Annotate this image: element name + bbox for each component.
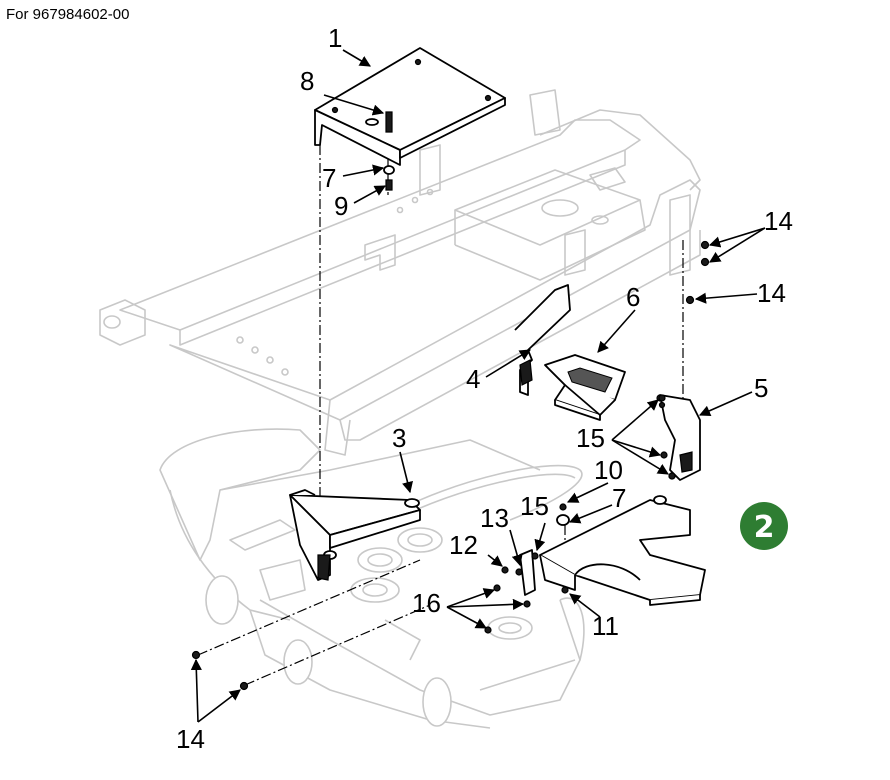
step-badge: 2 bbox=[740, 502, 788, 550]
callout-11: 11 bbox=[592, 611, 619, 641]
callout-3: 3 bbox=[392, 423, 406, 453]
callout-14-upper: 14 bbox=[764, 206, 793, 236]
callout-7-lower: 7 bbox=[612, 483, 626, 513]
callout-15-right: 15 bbox=[576, 423, 605, 453]
leader-lines bbox=[190, 49, 766, 723]
callout-5: 5 bbox=[754, 373, 768, 403]
step-badge-label: 2 bbox=[754, 510, 775, 545]
callout-16: 16 bbox=[412, 588, 441, 618]
tractor-frame-ghost bbox=[99, 89, 701, 456]
callout-14-middle: 14 bbox=[757, 278, 786, 308]
callout-1: 1 bbox=[328, 23, 342, 53]
mower-deck-ghost bbox=[159, 428, 585, 729]
callout-12: 12 bbox=[449, 530, 478, 560]
part-1-cover-plate bbox=[314, 47, 506, 166]
hardware-bolts bbox=[191, 240, 710, 691]
callout-9: 9 bbox=[334, 191, 348, 221]
callout-13: 13 bbox=[480, 503, 509, 533]
callout-labels: 1 8 7 9 14 14 6 4 5 15 3 10 7 15 13 12 1… bbox=[176, 23, 793, 754]
step-badge-circle bbox=[740, 502, 788, 550]
callout-15-center: 15 bbox=[520, 491, 549, 521]
callout-8: 8 bbox=[300, 66, 314, 96]
hardware-8-7-9 bbox=[383, 111, 395, 191]
callout-14-lower: 14 bbox=[176, 724, 205, 754]
callout-10: 10 bbox=[594, 455, 623, 485]
part-number-header: For 967984602-00 bbox=[6, 6, 130, 23]
callout-6: 6 bbox=[626, 282, 640, 312]
frame-holes bbox=[236, 188, 434, 376]
callout-4: 4 bbox=[466, 364, 480, 394]
part-2-right-mount bbox=[539, 495, 706, 606]
part-6-shroud bbox=[544, 354, 626, 421]
part-3-left-mount bbox=[289, 489, 421, 581]
part-5-side-panel bbox=[656, 394, 701, 481]
callout-7-upper: 7 bbox=[322, 163, 336, 193]
